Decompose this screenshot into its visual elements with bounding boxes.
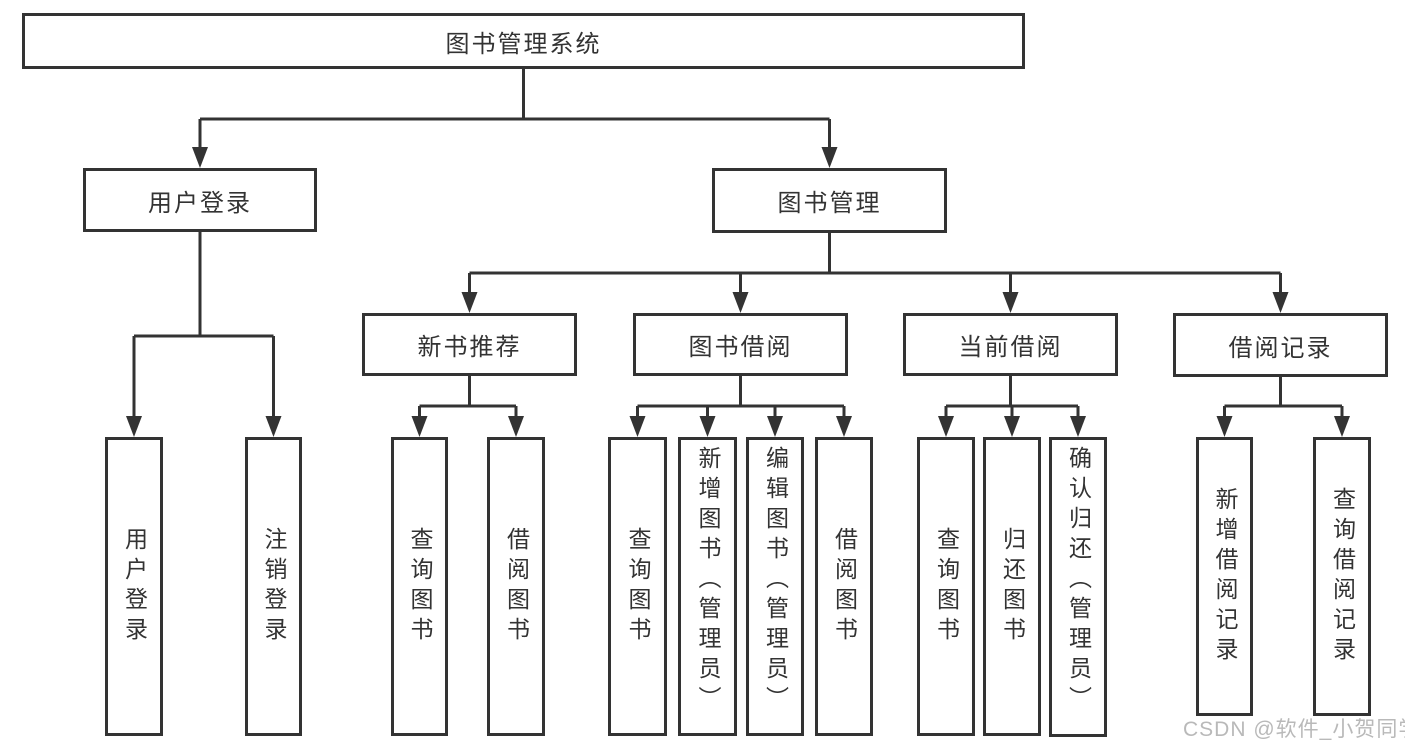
leaf-current-return-books: 归还图书 xyxy=(983,437,1041,736)
leaf-borrow-edit-books-admin: 编辑图书（管理员） xyxy=(746,437,804,736)
leaf-label: 注销登录 xyxy=(261,526,287,647)
node-label: 新书推荐 xyxy=(417,334,522,361)
leaf-borrow-borrow-books: 借阅图书 xyxy=(815,437,873,736)
csdn-watermark: CSDN @软件_小贺同学 xyxy=(1183,718,1405,741)
leaf-label: 编辑图书（管理员） xyxy=(762,446,789,716)
leaf-recommend-borrow-books: 借阅图书 xyxy=(487,437,545,736)
node-book-borrow: 图书借阅 xyxy=(633,313,848,376)
node-library-management-system: 图书管理系统 xyxy=(22,13,1025,69)
leaf-label: 确认归还（管理员） xyxy=(1065,446,1092,716)
node-label: 图书管理系统 xyxy=(445,30,602,58)
node-current-borrow: 当前借阅 xyxy=(903,313,1118,376)
leaf-label: 查询图书 xyxy=(933,526,960,647)
node-user-login: 用户登录 xyxy=(83,168,317,232)
leaf-label: 新增图书（管理员） xyxy=(695,446,721,716)
node-label: 用户登录 xyxy=(148,189,252,217)
leaf-recommend-query-books: 查询图书 xyxy=(391,437,448,736)
leaf-label: 新增借阅记录 xyxy=(1212,486,1238,667)
leaf-label: 借阅图书 xyxy=(831,526,858,647)
leaf-label: 归还图书 xyxy=(999,526,1026,647)
leaf-borrow-query-books: 查询图书 xyxy=(608,437,667,736)
leaf-label: 查询借阅记录 xyxy=(1329,486,1356,667)
node-label: 图书管理 xyxy=(777,190,882,217)
node-new-book-recommend: 新书推荐 xyxy=(362,313,577,376)
leaf-records-add-borrow-record: 新增借阅记录 xyxy=(1196,437,1253,716)
leaf-user-login: 用户登录 xyxy=(105,437,163,736)
leaf-label: 用户登录 xyxy=(121,526,148,647)
leaf-records-query-borrow-record: 查询借阅记录 xyxy=(1313,437,1371,716)
leaf-label: 查询图书 xyxy=(407,526,433,647)
node-borrow-records: 借阅记录 xyxy=(1173,313,1388,377)
node-label: 借阅记录 xyxy=(1228,334,1333,362)
leaf-logout: 注销登录 xyxy=(245,437,302,736)
leaf-current-query-books: 查询图书 xyxy=(917,437,975,736)
node-book-management: 图书管理 xyxy=(712,168,947,233)
leaf-label: 借阅图书 xyxy=(503,526,530,647)
leaf-borrow-add-books-admin: 新增图书（管理员） xyxy=(678,437,737,736)
leaf-current-confirm-return-admin: 确认归还（管理员） xyxy=(1049,437,1107,737)
node-label: 当前借阅 xyxy=(958,334,1063,361)
node-label: 图书借阅 xyxy=(688,334,793,361)
leaf-label: 查询图书 xyxy=(625,526,651,647)
